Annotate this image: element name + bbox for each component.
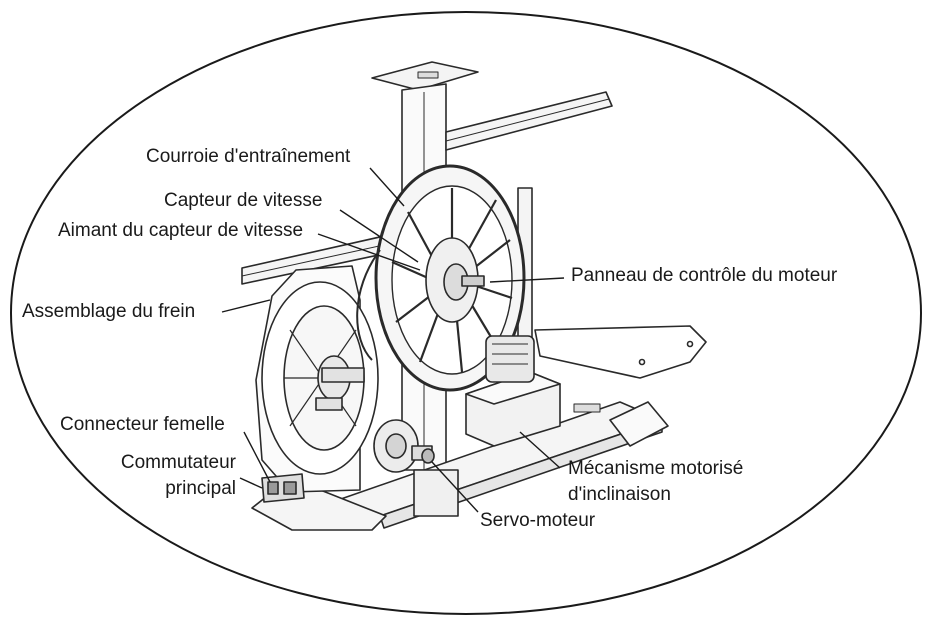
label-motor-control-panel: Panneau de contrôle du moteur xyxy=(571,265,838,286)
label-brake-assembly: Assemblage du frein xyxy=(22,301,196,322)
label-main-switch-2: principal xyxy=(165,478,236,499)
switch-panel xyxy=(261,473,305,503)
machine-illustration xyxy=(241,61,707,531)
leader-female-connector xyxy=(243,431,271,483)
main-switch xyxy=(283,481,297,495)
leader-servo-motor xyxy=(431,461,479,513)
label-speed-sensor-magnet: Aimant du capteur de vitesse xyxy=(58,220,304,241)
leader-main-switch xyxy=(239,477,263,489)
label-main-switch-1: Commutateur xyxy=(120,452,236,473)
leader-speed-sensor-magnet xyxy=(317,233,421,271)
right-arm-plate xyxy=(534,325,707,379)
leader-drive-belt xyxy=(369,167,405,207)
leader-speed-sensor xyxy=(339,209,419,263)
drive-belt xyxy=(356,249,381,361)
label-female-connector: Connecteur femelle xyxy=(60,414,225,435)
oval-frame xyxy=(10,11,922,615)
female-connector xyxy=(267,481,279,495)
leader-lines xyxy=(221,167,565,513)
upper-rail xyxy=(445,91,613,151)
label-speed-sensor: Capteur de vitesse xyxy=(164,190,323,211)
label-tilt-mechanism-2: d'inclinaison xyxy=(568,484,671,505)
label-servo-motor: Servo-moteur xyxy=(480,510,596,531)
label-tilt-mechanism-1: Mécanisme motorisé xyxy=(568,458,744,479)
leader-motor-control-panel xyxy=(489,277,565,283)
leader-tilt-mechanism xyxy=(519,431,561,469)
label-drive-belt: Courroie d'entraînement xyxy=(146,146,351,167)
leader-brake-assembly xyxy=(221,299,271,313)
